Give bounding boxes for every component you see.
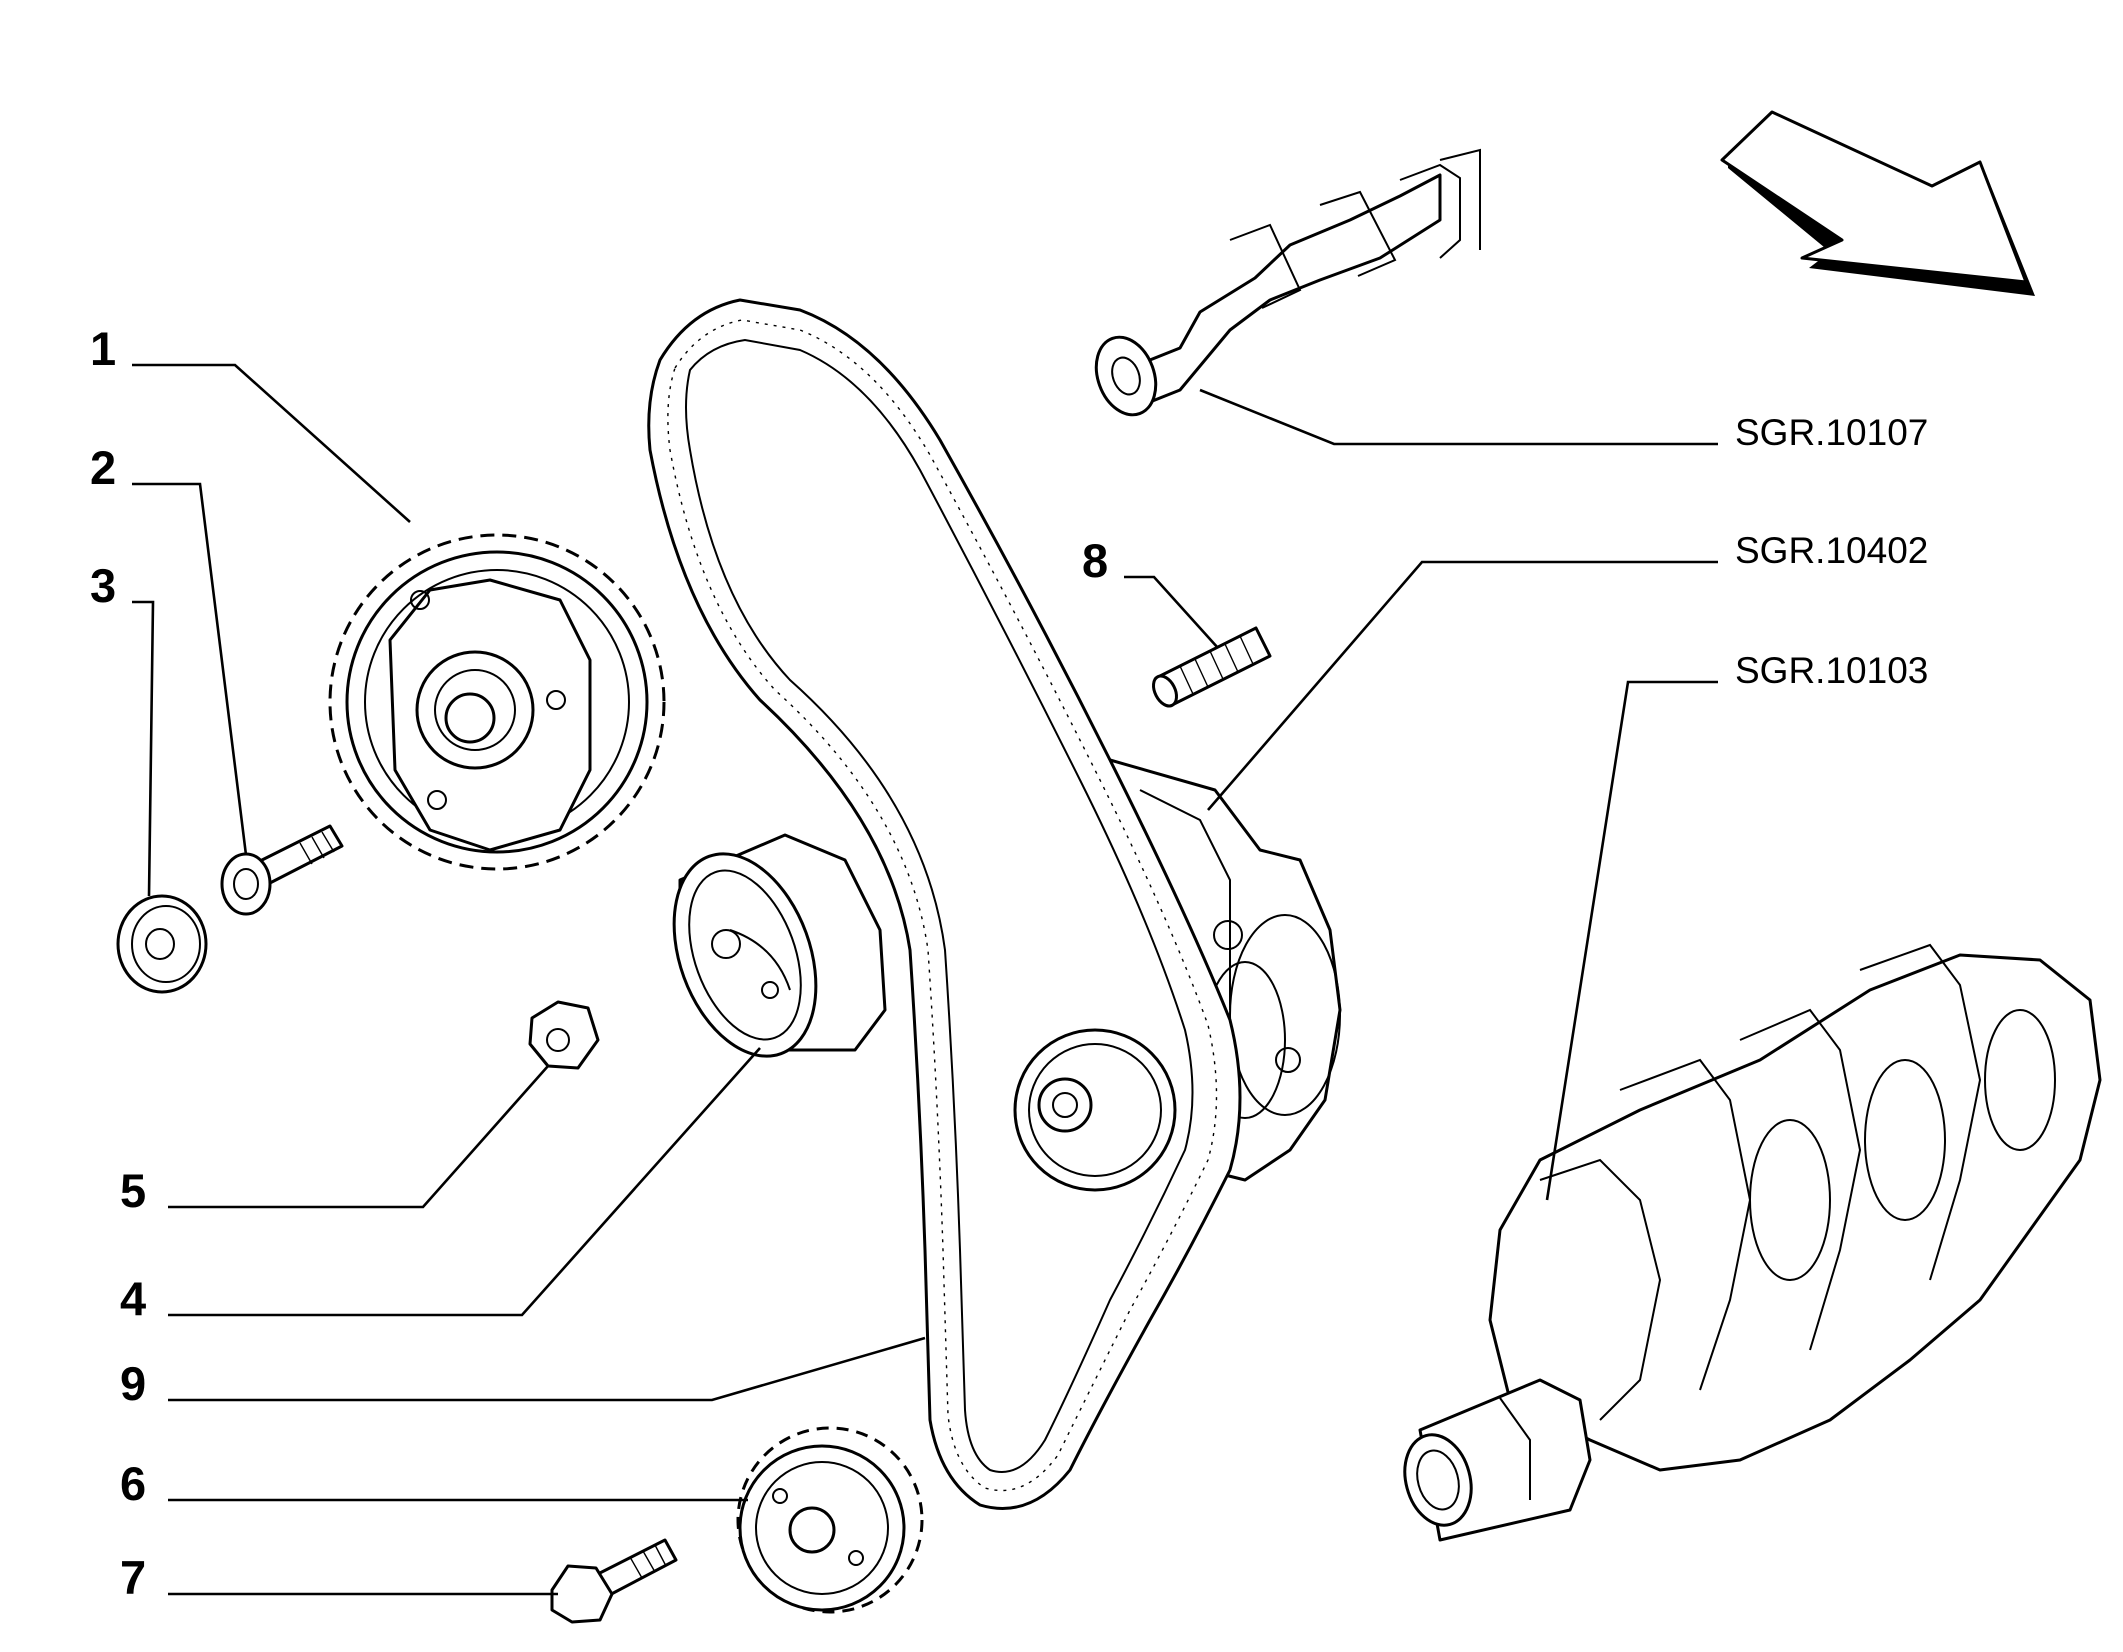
ref-crankshaft: SGR.10103 (1735, 650, 1928, 691)
callout-6: 6 (120, 1457, 146, 1510)
callout-9: 9 (120, 1357, 146, 1410)
leader-8 (1124, 575, 1219, 649)
callout-5: 5 (120, 1164, 146, 1217)
ref-engine-block: SGR.10402 (1735, 530, 1928, 571)
leader-2 (132, 482, 248, 856)
leader-3 (132, 600, 155, 897)
dowel-pin (1152, 626, 1272, 708)
sprocket-cap (116, 894, 208, 994)
leader-4 (168, 1047, 761, 1317)
leader-sgr10402 (1207, 560, 1718, 811)
callout-numbers: 1 2 3 5 4 9 6 7 8 (90, 322, 1108, 1604)
belt-tensioner (672, 833, 887, 1058)
sprocket-bolt (220, 824, 344, 916)
callout-7: 7 (120, 1551, 146, 1604)
leader-5 (168, 1065, 549, 1209)
leader-9 (168, 1336, 926, 1402)
crankshaft-pulley-hub (1013, 1028, 1177, 1192)
camshaft (1094, 148, 1481, 417)
leader-lines (132, 363, 1718, 1596)
crankshaft (1403, 943, 2102, 1542)
callout-8: 8 (1082, 534, 1108, 587)
ref-camshaft: SGR.10107 (1735, 412, 1928, 453)
leader-sgr10107 (1199, 388, 1718, 446)
crankshaft-sprocket (736, 1426, 924, 1614)
leader-sgr10103 (1545, 680, 1718, 1201)
camshaft-sprocket-variator (328, 533, 666, 871)
timing-belt (647, 298, 1242, 1510)
callout-3: 3 (90, 559, 116, 612)
callout-1: 1 (90, 322, 116, 375)
front-direction-arrow-icon (1720, 110, 2035, 296)
callout-4: 4 (120, 1272, 146, 1325)
leader-1 (132, 363, 411, 523)
tensioner-nut (528, 1000, 600, 1070)
crankshaft-sprocket-bolt (550, 1538, 678, 1624)
callout-2: 2 (90, 441, 116, 494)
reference-codes: SGR.10107 SGR.10402 SGR.10103 (1735, 412, 1928, 691)
